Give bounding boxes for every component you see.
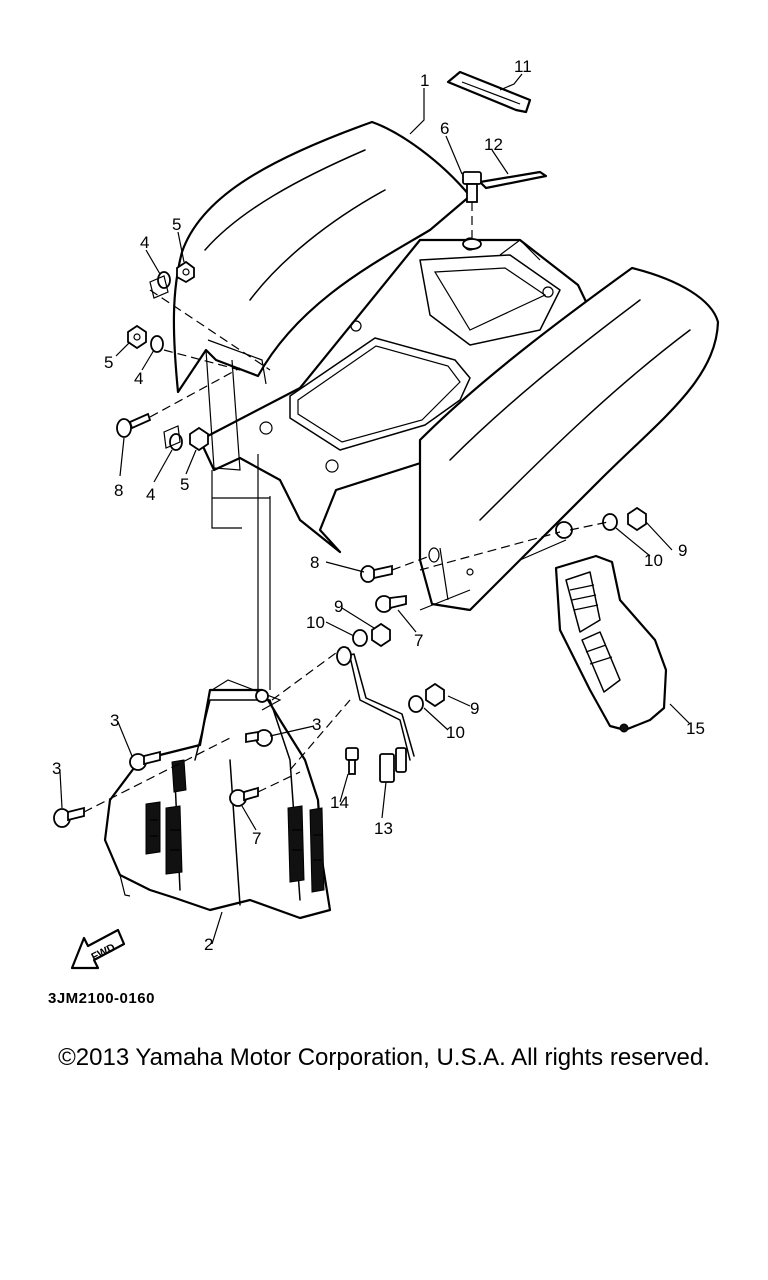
callout-13: 13 [374, 819, 393, 838]
callout-8: 8 [310, 553, 319, 572]
callout-3: 3 [110, 711, 119, 730]
callout-7: 7 [252, 829, 261, 848]
bolt-6-part [462, 171, 482, 250]
callout-10: 10 [306, 613, 325, 632]
fwd-arrow-icon: FWD [70, 928, 126, 970]
callout-10: 10 [644, 551, 663, 570]
hardware-group [53, 260, 647, 828]
callout-11: 11 [514, 57, 532, 76]
callout-10: 10 [446, 723, 465, 742]
harness-part [336, 646, 415, 783]
lower-guard-part [103, 679, 332, 920]
callout-12: 12 [484, 135, 503, 154]
alignment-lines [211, 454, 271, 690]
callout-9: 9 [678, 541, 687, 560]
callout-5: 5 [180, 475, 189, 494]
side-guard-part [554, 554, 668, 733]
callout-6: 6 [440, 119, 449, 138]
bolt-14-part [345, 747, 359, 775]
strap-part [446, 70, 532, 114]
callout-7: 7 [414, 631, 423, 650]
leader-lines [59, 73, 691, 945]
callout-5: 5 [104, 353, 113, 372]
callout-4: 4 [140, 233, 149, 252]
callout-labels: 1 2 3 3 3 4 4 4 5 5 5 6 7 7 8 8 9 9 9 10… [52, 57, 705, 954]
label-part [478, 170, 548, 190]
callout-15: 15 [686, 719, 705, 738]
callout-1: 1 [420, 71, 429, 90]
copyright-text: ©2013 Yamaha Motor Corporation, U.S.A. A… [58, 1044, 710, 1071]
callout-4: 4 [134, 369, 143, 388]
callout-8: 8 [114, 481, 123, 500]
callout-9: 9 [470, 699, 479, 718]
parts-diagram: 1 2 3 3 3 4 4 4 5 5 5 6 7 7 8 8 9 9 9 10… [52, 57, 720, 970]
callout-14: 14 [330, 793, 349, 812]
alignment-dash [271, 649, 351, 771]
rear-fender-part [172, 120, 720, 612]
callout-4: 4 [146, 485, 155, 504]
callout-9: 9 [334, 597, 343, 616]
callout-3: 3 [312, 715, 321, 734]
callout-2: 2 [204, 935, 213, 954]
drawing-code: 3JM2100-0160 [48, 990, 155, 1007]
callout-3: 3 [52, 759, 61, 778]
callout-5: 5 [172, 215, 181, 234]
